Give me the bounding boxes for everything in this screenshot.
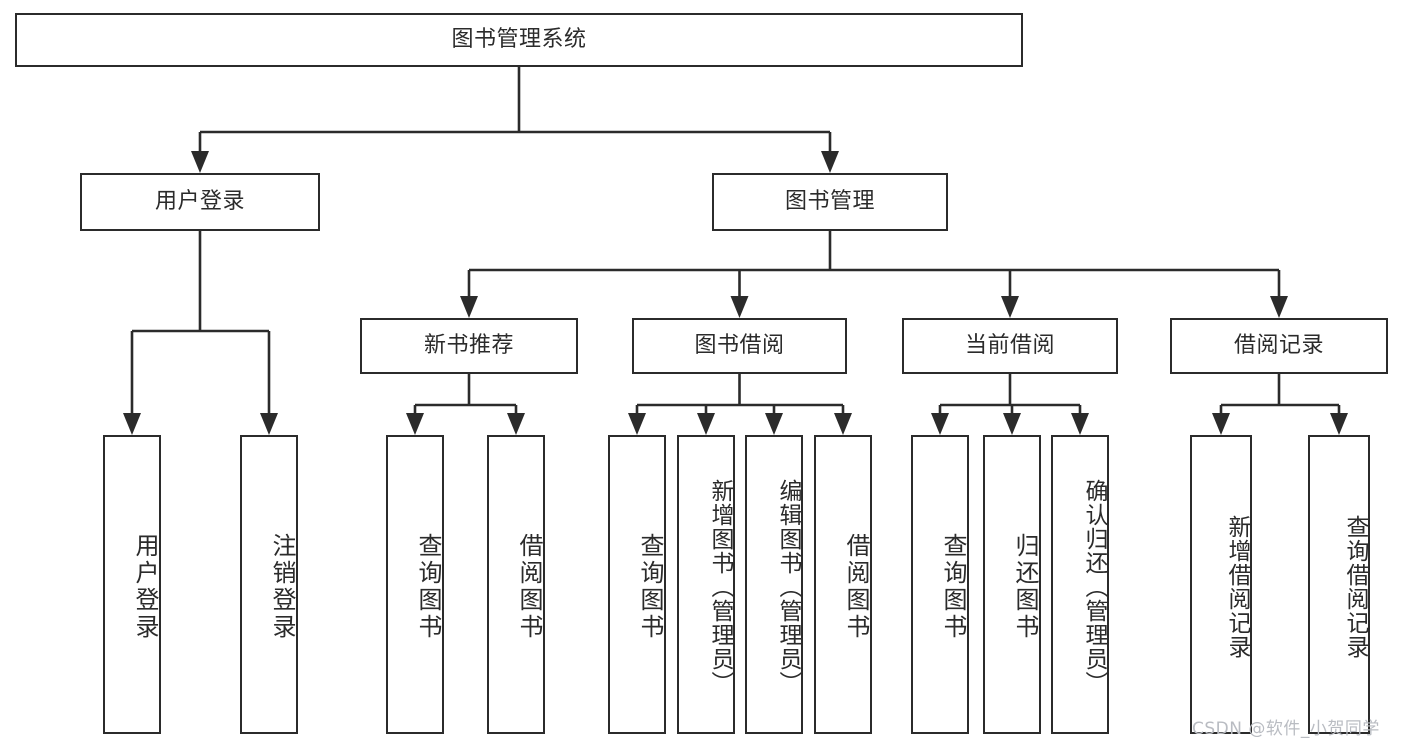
node-login: 用户登录 [80,173,320,231]
node-l6: 新增图书（管理员） [677,435,735,734]
node-l10: 归还图书 [983,435,1041,734]
node-l8: 借阅图书 [814,435,872,734]
node-l4: 借阅图书 [487,435,545,734]
node-records: 借阅记录 [1170,318,1388,374]
node-l9: 查询图书 [911,435,969,734]
node-l5: 查询图书 [608,435,666,734]
node-borrow: 图书借阅 [632,318,847,374]
node-newrec: 新书推荐 [360,318,578,374]
node-l2: 注销登录 [240,435,298,734]
node-bookmgr: 图书管理 [712,173,948,231]
node-l1: 用户登录 [103,435,161,734]
node-current: 当前借阅 [902,318,1118,374]
node-l12: 新增借阅记录 [1190,435,1252,734]
node-root: 图书管理系统 [15,13,1023,67]
node-l7: 编辑图书（管理员） [745,435,803,734]
node-l3: 查询图书 [386,435,444,734]
node-l11: 确认归还（管理员） [1051,435,1109,734]
node-l13: 查询借阅记录 [1308,435,1370,734]
